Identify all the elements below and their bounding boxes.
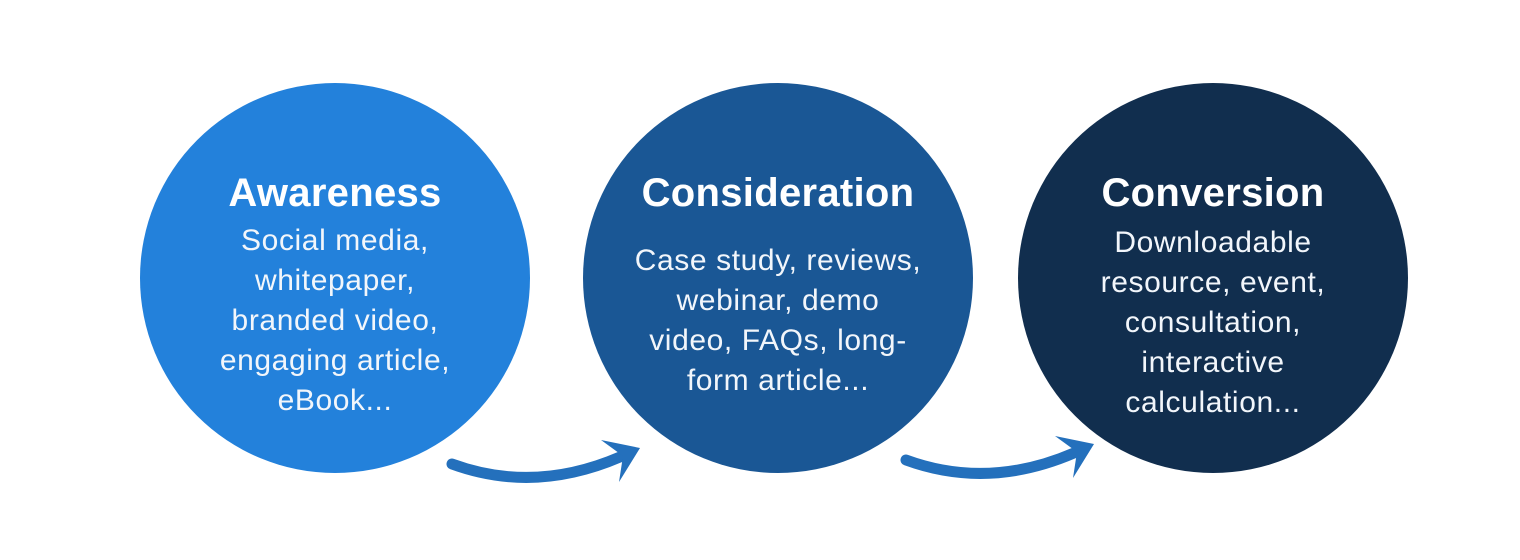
stage-description-awareness: Social media,whitepaper,branded video,en… — [219, 224, 451, 417]
stage-title-consideration: Consideration — [641, 171, 915, 215]
arrow-consideration-to-conversion-icon — [900, 436, 1094, 479]
arrow-shaft — [900, 447, 1080, 479]
arrow-head — [1055, 436, 1094, 478]
arrow-awareness-to-consideration-icon — [446, 440, 640, 483]
stage-circle-consideration: Consideration Case study, reviews,webina… — [583, 83, 973, 473]
stage-circle-awareness: Awareness Social media,whitepaper,brande… — [140, 83, 530, 473]
stage-title-conversion: Conversion — [1101, 171, 1325, 215]
arrow-head — [601, 440, 640, 482]
stage-title-awareness: Awareness — [228, 171, 442, 215]
arrow-shaft — [446, 451, 626, 483]
